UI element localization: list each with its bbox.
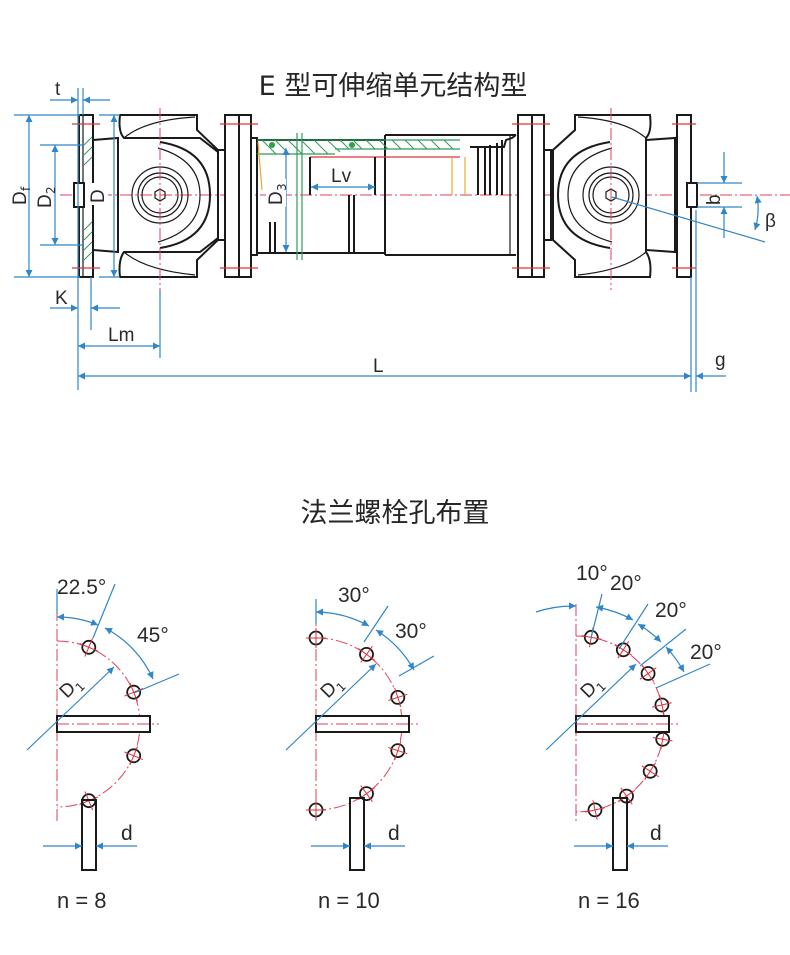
label-D3-subscript: 3 [275,183,289,191]
bolt-hole-tangent-mark [79,643,99,652]
angle-label-1: 10° [576,562,608,585]
label-beta: β [765,211,776,232]
label-D3: D [266,191,287,205]
bolt-holes [306,628,408,820]
shaft-assembly-drawing: t D f D 2 D [10,79,790,392]
label-b: b [704,194,725,205]
bolt-hole-tangent-mark [358,648,375,661]
label-L: L [373,356,384,377]
dimensions: t D f D 2 D [10,79,776,392]
bolt-hole-tangent-mark [129,746,138,766]
right-yoke [552,108,676,290]
angle-label-4: 20° [690,641,722,664]
bolt-layout-n8: D 1 22.5° 45° d n = 8 [26,576,180,913]
bolt-circle [575,635,665,813]
bolt-section-title: 法兰螺栓孔布置 [301,498,490,529]
bolt-hole-tangent-mark [618,789,635,803]
label-d: d [650,822,662,845]
n-label: n = 10 [318,888,380,913]
angle-label-2: 30° [395,620,427,643]
bolt-hole-tangent-mark [585,807,605,813]
label-g: g [715,350,726,371]
label-Lm: Lm [108,325,134,346]
bolt-hole-tangent-mark [394,687,402,708]
bolt-hole-tangent-mark [644,762,657,780]
angle-label-3: 20° [655,599,687,622]
hatching [261,139,454,155]
bolt-hole-tangent-mark [394,740,402,761]
bolt-hole-tangent-mark [614,643,632,656]
left-yoke [92,108,219,290]
label-d: d [121,822,133,845]
left-mid-flange [217,114,258,278]
label-d: d [388,822,400,845]
bolt-holes [581,627,673,820]
bolt-hole-tangent-mark [129,682,138,702]
bolt-hole-tangent-mark [659,695,665,715]
right-mid-flange [512,114,552,278]
bolt-layout-n10: D 1 30° 30° d n = 10 [285,584,435,913]
label-t: t [55,79,61,100]
angle-label-1: 30° [338,584,370,607]
label-D: D [88,189,109,203]
angle-label-2: 45° [137,624,169,647]
label-D2-subscript: 2 [44,186,58,194]
angle-label-1: 22.5° [57,576,106,599]
label-D2: D [35,194,56,208]
bolt-circle [315,637,403,811]
bolt-hole-tangent-mark [641,665,655,682]
label-K: K [55,288,68,309]
angle-label-2: 20° [610,572,642,595]
bolt-layout-n16: D 1 10° 20° 20° 20° d n = 16 [535,562,722,913]
telescopic-tube [251,133,517,260]
main-title: E 型可伸缩单元结构型 [259,71,528,102]
label-Df-subscript: f [19,186,33,191]
n-label: n = 8 [57,888,107,913]
right-flange [672,114,698,278]
n-label: n = 16 [578,888,640,913]
label-Df: D [10,191,31,205]
label-Lv: Lv [331,166,352,187]
